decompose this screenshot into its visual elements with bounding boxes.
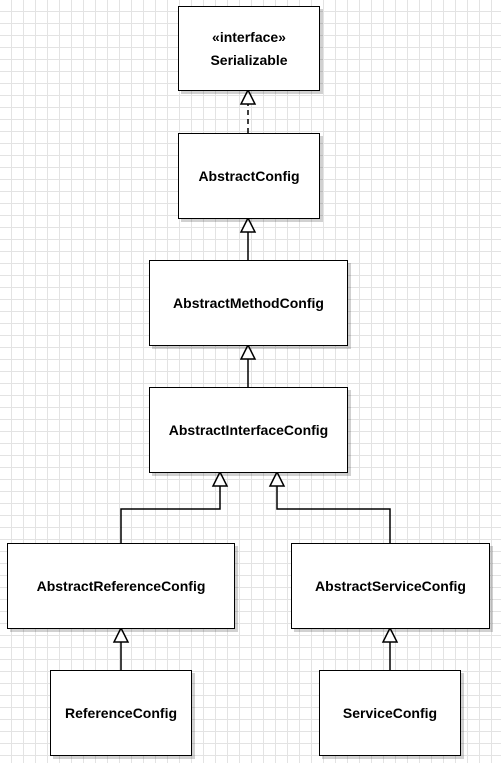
hollow-triangle-arrowhead: [381, 626, 399, 643]
hollow-triangle-arrowhead: [112, 626, 130, 643]
edge-abstractconfig-serializable: [239, 88, 257, 133]
hollow-triangle-arrowhead: [239, 88, 257, 105]
hollow-triangle-arrowhead: [239, 216, 257, 233]
edge-line: [120, 486, 221, 544]
edge-serviceconfig-abstractserviceconfig: [381, 626, 399, 671]
class-name: AbstractServiceConfig: [315, 577, 466, 594]
class-name: AbstractInterfaceConfig: [168, 421, 329, 438]
class-box-abstractserviceconfig[interactable]: AbstractServiceConfig: [291, 543, 490, 629]
class-name: ServiceConfig: [342, 704, 438, 721]
class-name: AbstractReferenceConfig: [36, 577, 206, 594]
edge-abstractserviceconfig-abstractinterfaceconfig: [268, 470, 391, 544]
class-box-abstractconfig[interactable]: AbstractConfig: [178, 133, 320, 219]
edge-abstractinterfaceconfig-abstractmethodconfig: [239, 343, 257, 388]
edge-abstractreferenceconfig-abstractinterfaceconfig: [120, 470, 229, 544]
class-box-abstractmethodconfig[interactable]: AbstractMethodConfig: [149, 260, 348, 346]
class-name: Serializable: [210, 51, 288, 68]
stereotype-label: «interface»: [212, 29, 286, 46]
edge-line: [276, 486, 391, 544]
class-box-referenceconfig[interactable]: ReferenceConfig: [50, 670, 192, 756]
class-box-serviceconfig[interactable]: ServiceConfig: [319, 670, 461, 756]
class-box-serializable[interactable]: «interface» Serializable: [178, 6, 320, 91]
class-box-abstractinterfaceconfig[interactable]: AbstractInterfaceConfig: [149, 387, 348, 473]
edge-referenceconfig-abstractreferenceconfig: [112, 626, 130, 671]
hollow-triangle-arrowhead: [239, 343, 257, 360]
hollow-triangle-arrowhead: [211, 470, 229, 487]
class-box-abstractreferenceconfig[interactable]: AbstractReferenceConfig: [7, 543, 235, 629]
class-name: AbstractMethodConfig: [173, 294, 324, 311]
hollow-triangle-arrowhead: [268, 470, 286, 487]
class-name: AbstractConfig: [198, 167, 300, 184]
class-name: ReferenceConfig: [64, 704, 178, 721]
edge-abstractmethodconfig-abstractconfig: [239, 216, 257, 261]
